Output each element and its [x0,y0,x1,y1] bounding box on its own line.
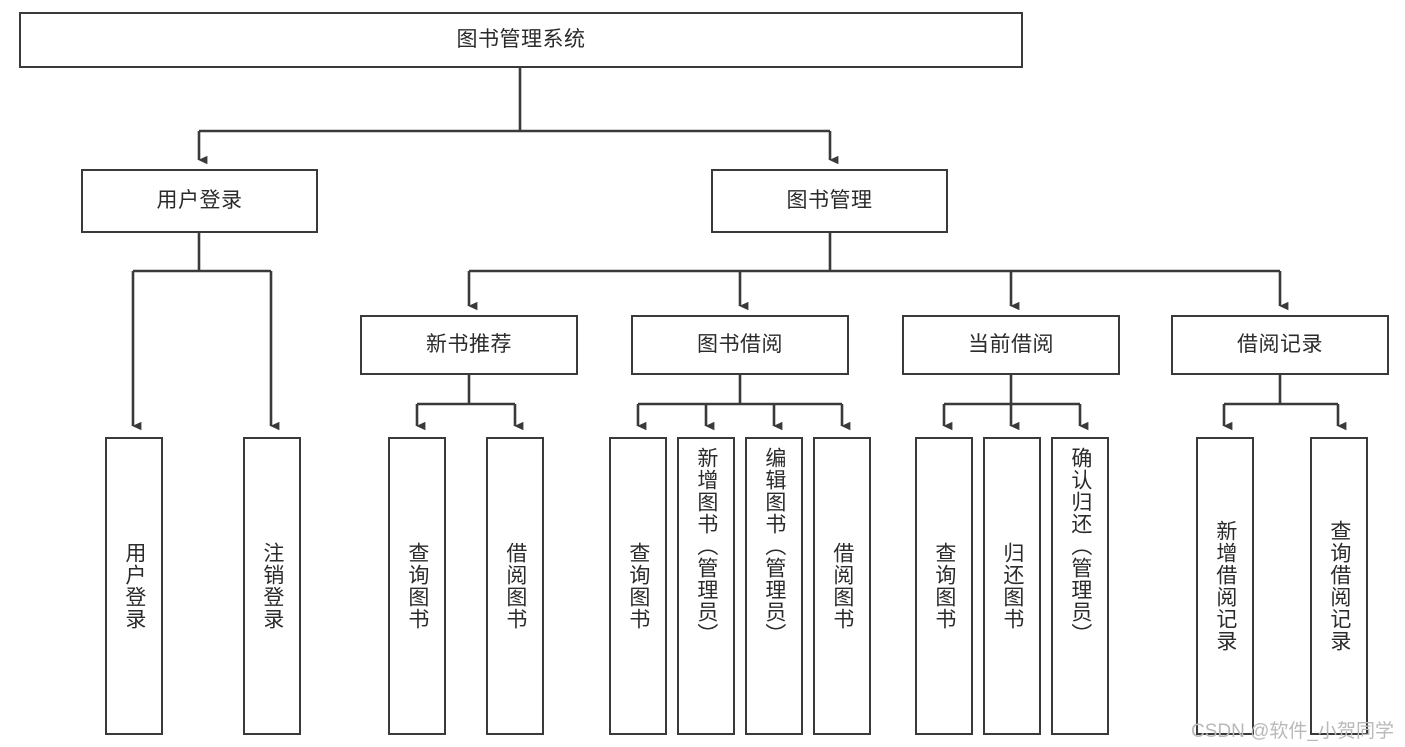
node-user-login-label: 用户登录 [156,188,243,212]
node-borrow-record[interactable]: 借阅记录 [1171,315,1389,375]
node-leaf-query-book-1-label: 查询图书 [405,542,429,630]
node-root-label: 图书管理系统 [456,27,586,51]
node-leaf-logout[interactable]: 注销登录 [243,437,301,735]
node-leaf-borrow-book-2-label: 借阅图书 [830,542,854,630]
node-leaf-query-record[interactable]: 查询借阅记录 [1310,437,1368,735]
node-book-borrow[interactable]: 图书借阅 [631,315,849,375]
node-leaf-confirm-return[interactable]: 确认归还（管理员） [1051,437,1109,735]
node-leaf-add-book-label: 新增图书（管理员） [694,447,718,645]
node-leaf-logout-label: 注销登录 [260,542,284,630]
node-leaf-borrow-book-1[interactable]: 借阅图书 [486,437,544,735]
node-leaf-user-login-label: 用户登录 [122,542,146,630]
node-book-borrow-label: 图书借阅 [697,332,783,356]
node-leaf-add-book[interactable]: 新增图书（管理员） [677,437,735,735]
node-leaf-add-record[interactable]: 新增借阅记录 [1196,437,1254,735]
node-leaf-confirm-return-label: 确认归还（管理员） [1068,447,1092,645]
node-leaf-borrow-book-1-label: 借阅图书 [503,542,527,630]
node-leaf-return-book[interactable]: 归还图书 [983,437,1041,735]
node-user-login[interactable]: 用户登录 [81,169,318,233]
node-current-borrow[interactable]: 当前借阅 [902,315,1120,375]
node-new-book-recommend[interactable]: 新书推荐 [360,315,578,375]
node-leaf-borrow-book-2[interactable]: 借阅图书 [813,437,871,735]
node-leaf-query-book-1[interactable]: 查询图书 [388,437,446,735]
node-book-manage[interactable]: 图书管理 [711,169,948,233]
node-book-manage-label: 图书管理 [786,188,873,212]
node-leaf-add-record-label: 新增借阅记录 [1213,520,1237,652]
watermark-text: CSDN @软件_小贺同学 [1191,721,1394,742]
node-leaf-query-record-label: 查询借阅记录 [1327,520,1351,652]
node-borrow-record-label: 借阅记录 [1237,332,1323,356]
node-leaf-query-book-2[interactable]: 查询图书 [609,437,667,735]
node-current-borrow-label: 当前借阅 [968,332,1054,356]
node-leaf-return-book-label: 归还图书 [1000,542,1024,630]
node-leaf-query-book-3[interactable]: 查询图书 [915,437,973,735]
node-leaf-query-book-2-label: 查询图书 [626,542,650,630]
node-leaf-user-login[interactable]: 用户登录 [105,437,163,735]
node-leaf-edit-book-label: 编辑图书（管理员） [762,447,786,645]
node-leaf-query-book-3-label: 查询图书 [932,542,956,630]
node-new-book-recommend-label: 新书推荐 [426,332,512,356]
node-leaf-edit-book[interactable]: 编辑图书（管理员） [745,437,803,735]
node-root[interactable]: 图书管理系统 [19,12,1023,68]
